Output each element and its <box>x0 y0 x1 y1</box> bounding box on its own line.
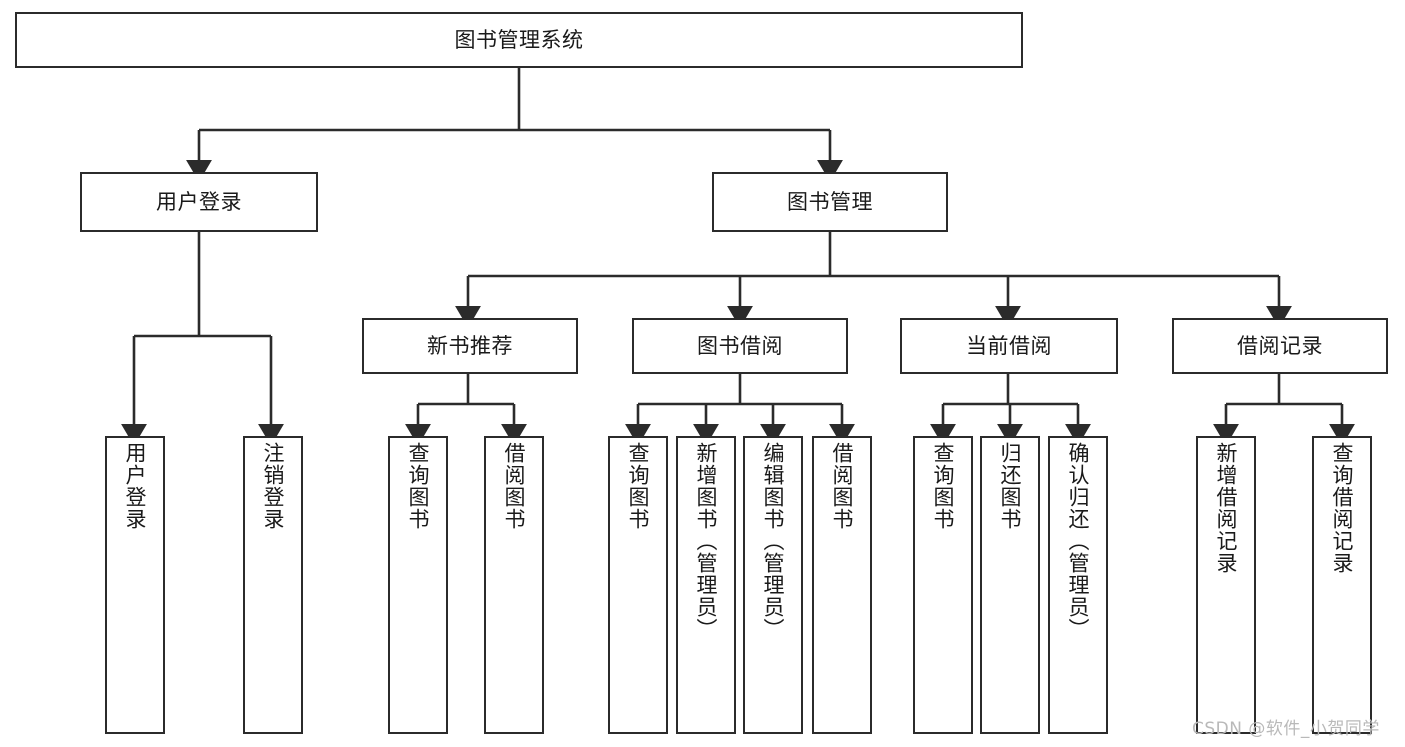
node-leaf-query-book-recommend[interactable]: 查询图书 <box>388 436 448 734</box>
node-current-borrow[interactable]: 当前借阅 <box>900 318 1118 374</box>
node-leaf-borrow-book-label: 借阅图书 <box>830 442 855 530</box>
node-leaf-add-book-label: 新增图书（管理员） <box>694 442 719 640</box>
node-leaf-confirm-return[interactable]: 确认归还（管理员） <box>1048 436 1108 734</box>
node-leaf-user-login[interactable]: 用户登录 <box>105 436 165 734</box>
node-book-borrow[interactable]: 图书借阅 <box>632 318 848 374</box>
node-book-management[interactable]: 图书管理 <box>712 172 948 232</box>
node-leaf-query-book-recommend-label: 查询图书 <box>406 442 431 530</box>
node-leaf-query-borrow-record-label: 查询借阅记录 <box>1330 442 1355 574</box>
node-leaf-return-book-label: 归还图书 <box>998 442 1023 530</box>
node-root[interactable]: 图书管理系统 <box>15 12 1023 68</box>
node-leaf-logout[interactable]: 注销登录 <box>243 436 303 734</box>
node-leaf-add-borrow-record[interactable]: 新增借阅记录 <box>1196 436 1256 734</box>
node-new-book-recommend[interactable]: 新书推荐 <box>362 318 578 374</box>
node-leaf-add-borrow-record-label: 新增借阅记录 <box>1214 442 1239 574</box>
node-leaf-query-book-current-label: 查询图书 <box>931 442 956 530</box>
node-leaf-query-book-borrow[interactable]: 查询图书 <box>608 436 668 734</box>
node-leaf-query-book-current[interactable]: 查询图书 <box>913 436 973 734</box>
node-borrow-record[interactable]: 借阅记录 <box>1172 318 1388 374</box>
node-leaf-add-book[interactable]: 新增图书（管理员） <box>676 436 736 734</box>
node-leaf-edit-book-label: 编辑图书（管理员） <box>761 442 786 640</box>
node-borrow-record-label: 借阅记录 <box>1237 333 1323 358</box>
node-leaf-confirm-return-label: 确认归还（管理员） <box>1066 442 1091 640</box>
node-leaf-user-login-label: 用户登录 <box>123 442 148 530</box>
node-leaf-borrow-book[interactable]: 借阅图书 <box>812 436 872 734</box>
node-leaf-edit-book[interactable]: 编辑图书（管理员） <box>743 436 803 734</box>
node-user-login-label: 用户登录 <box>156 189 242 214</box>
node-leaf-borrow-book-recommend-label: 借阅图书 <box>502 442 527 530</box>
node-root-label: 图书管理系统 <box>454 27 584 52</box>
node-leaf-query-borrow-record[interactable]: 查询借阅记录 <box>1312 436 1372 734</box>
node-leaf-return-book[interactable]: 归还图书 <box>980 436 1040 734</box>
node-book-borrow-label: 图书借阅 <box>697 333 783 358</box>
node-current-borrow-label: 当前借阅 <box>966 333 1052 358</box>
node-leaf-query-book-borrow-label: 查询图书 <box>626 442 651 530</box>
node-user-login[interactable]: 用户登录 <box>80 172 318 232</box>
csdn-watermark: CSDN @软件_小贺同学 <box>1192 719 1380 739</box>
node-new-book-recommend-label: 新书推荐 <box>427 333 513 358</box>
node-leaf-borrow-book-recommend[interactable]: 借阅图书 <box>484 436 544 734</box>
node-leaf-logout-label: 注销登录 <box>261 442 286 530</box>
node-book-management-label: 图书管理 <box>787 189 873 214</box>
